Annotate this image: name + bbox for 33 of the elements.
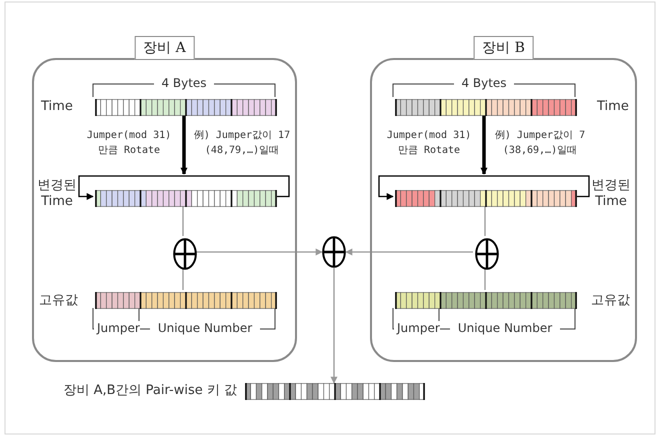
rotation-loop-arrow	[378, 175, 590, 200]
xor-symbol	[322, 236, 346, 268]
rotation-note: 例) Jumper값이 7 (38,69,…)일때	[494, 129, 586, 158]
register-label: Time	[597, 99, 630, 115]
connector-line	[484, 205, 486, 236]
register-label: 변경된 Time	[591, 178, 631, 210]
arrow	[480, 114, 488, 175]
register-label: 장비 A,B간의 Pair-wise 키 값	[62, 383, 237, 399]
register-label: 고유값	[591, 293, 631, 309]
dimension-label: Jumper	[94, 321, 140, 336]
arrow	[180, 114, 188, 175]
rotation-note: Jumper(mod 31) 만큼 Rotate	[386, 129, 472, 158]
connector-line	[182, 268, 184, 290]
xor-symbol	[173, 238, 197, 270]
arrow	[345, 248, 473, 256]
device-title: 장비 A	[134, 36, 195, 60]
xor-symbol	[475, 238, 499, 270]
register-label: Time	[41, 99, 74, 115]
rotation-note: Jumper(mod 31) 만큼 Rotate	[86, 129, 172, 158]
dimension-label: Jumper	[394, 321, 440, 336]
dimension-label: Unique Number	[150, 321, 260, 336]
rotation-loop-arrow	[78, 175, 290, 200]
arrow	[330, 268, 338, 384]
connector-line	[182, 205, 184, 236]
register-label: 고유값	[39, 293, 79, 309]
dimension-label: 4 Bytes	[454, 76, 514, 91]
device-title: 장비 B	[473, 36, 534, 60]
connector-line	[484, 268, 486, 290]
dimension-label: 4 Bytes	[154, 76, 214, 91]
dimension-label: Unique Number	[450, 321, 560, 336]
register-label: 변경된 Time	[37, 178, 77, 210]
rotation-note: 例) Jumper값이 17 (48,79,…)일때	[192, 129, 292, 158]
arrow	[195, 248, 323, 256]
